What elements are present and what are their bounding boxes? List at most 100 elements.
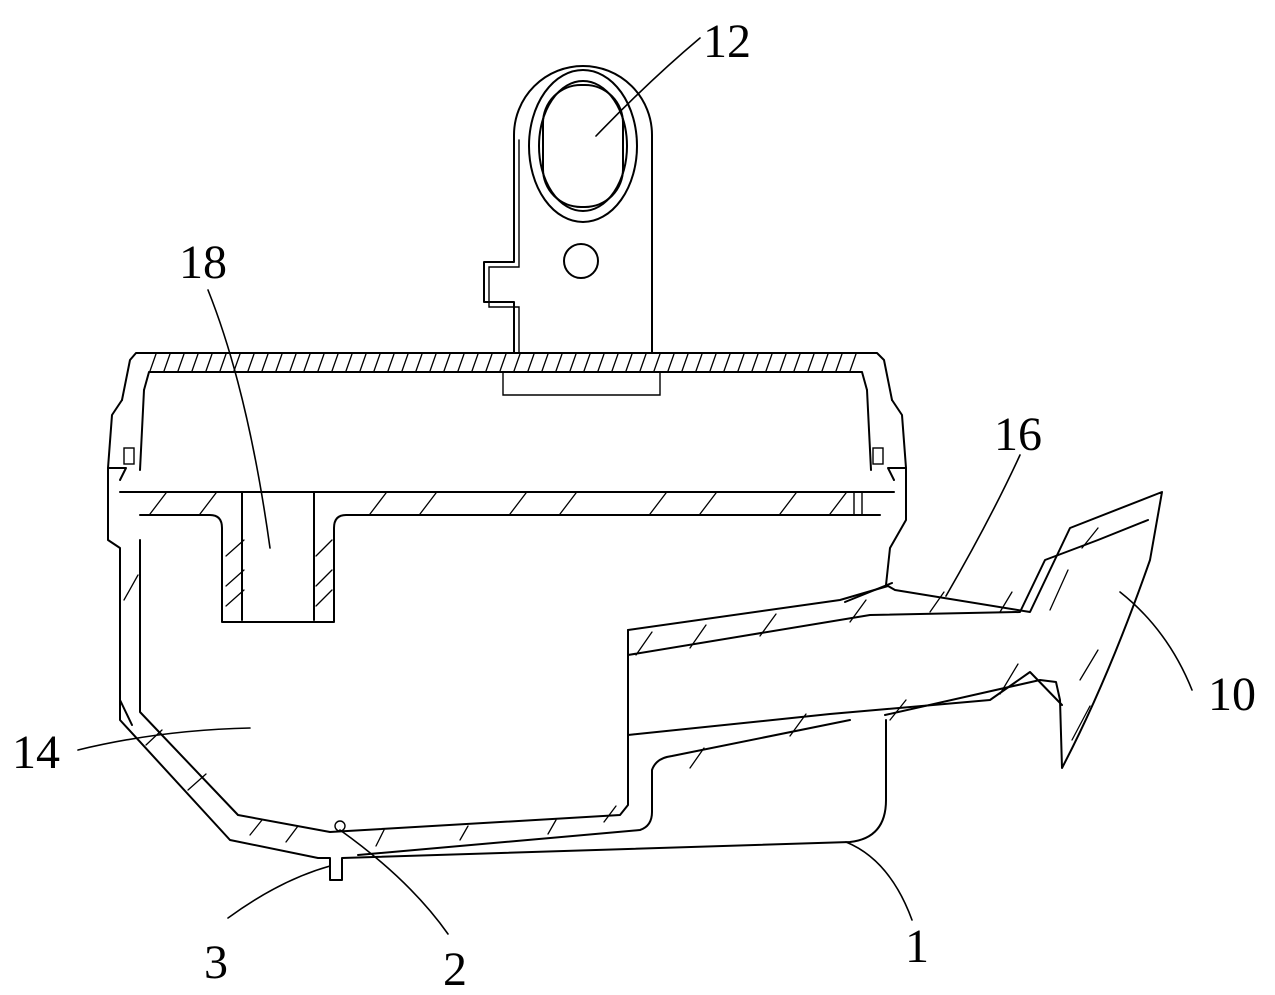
hatch-line	[583, 353, 591, 372]
hatch-line	[177, 353, 185, 372]
hatch-line	[317, 353, 325, 372]
label-16: 16	[994, 408, 1042, 461]
hatch-line	[191, 353, 199, 372]
hatch-line	[149, 492, 167, 515]
label-18: 18	[179, 236, 227, 289]
hatch-line	[849, 353, 857, 372]
hatch-line	[457, 353, 465, 372]
hatch-line	[443, 353, 451, 372]
hatch-line	[205, 353, 213, 372]
label-10: 10	[1208, 668, 1256, 721]
hatch-line	[929, 591, 945, 613]
hatch-line	[331, 353, 339, 372]
hatch-line	[249, 819, 263, 836]
hatch-line	[315, 589, 333, 607]
hatch-line	[541, 353, 549, 372]
partition-hatching	[149, 492, 847, 607]
label-3: 3	[204, 936, 228, 989]
hatch-line	[359, 353, 367, 372]
hatch-line	[1081, 527, 1099, 549]
hatch-line	[699, 492, 717, 515]
hatch-line	[653, 353, 661, 372]
hatch-line	[225, 589, 245, 607]
drain-hole	[334, 820, 346, 832]
hatch-line	[649, 492, 667, 515]
leader-10	[1119, 591, 1193, 691]
hatch-line	[569, 353, 577, 372]
hatch-line	[225, 569, 245, 587]
leader-18	[207, 289, 271, 549]
tank-body	[119, 539, 887, 881]
hatch-line	[751, 353, 759, 372]
leader-2	[339, 829, 449, 935]
reference-labels: 12 18 16 10 14 3 2 1	[12, 15, 1256, 995]
hanger-ring-middle	[538, 80, 628, 212]
label-14: 14	[12, 726, 60, 779]
hatch-line	[373, 353, 381, 372]
hatch-line	[527, 353, 535, 372]
hatch-line	[275, 353, 283, 372]
hatch-line	[597, 353, 605, 372]
hatch-line	[513, 353, 521, 372]
hatch-line	[779, 353, 787, 372]
hatch-line	[835, 353, 843, 372]
leader-16	[945, 454, 1021, 597]
hatch-line	[199, 492, 217, 515]
label-1: 1	[905, 920, 929, 973]
hatch-line	[635, 631, 653, 656]
hatch-line	[737, 353, 745, 372]
hatch-line	[415, 353, 423, 372]
hatch-line	[375, 829, 385, 847]
wall-hatching	[123, 574, 617, 847]
hatch-line	[1049, 569, 1069, 611]
leader-3	[227, 865, 331, 919]
hatch-line	[547, 819, 557, 835]
hatch-line	[345, 353, 353, 372]
hatch-line	[1079, 649, 1099, 681]
hatch-line	[695, 353, 703, 372]
hatch-line	[219, 353, 227, 372]
hatch-line	[779, 492, 797, 515]
hatch-line	[611, 353, 619, 372]
hatch-line	[793, 353, 801, 372]
hatch-line	[999, 663, 1019, 695]
hatch-line	[459, 825, 469, 841]
hatch-line	[303, 353, 311, 372]
hatch-line	[625, 353, 633, 372]
hatch-line	[401, 353, 409, 372]
hatch-line	[789, 713, 807, 737]
hatch-line	[849, 599, 867, 623]
hanger-hole	[563, 243, 599, 279]
hatch-line	[387, 353, 395, 372]
hatch-line	[247, 353, 255, 372]
label-2: 2	[443, 943, 467, 995]
lid-part	[121, 352, 893, 471]
partition-plate	[119, 491, 895, 623]
hatch-line	[555, 353, 563, 372]
hatch-line	[145, 729, 163, 746]
hatch-line	[261, 353, 269, 372]
leader-14	[77, 727, 251, 751]
hatch-line	[667, 353, 675, 372]
hatch-line	[689, 624, 707, 649]
hatch-line	[233, 353, 241, 372]
label-12: 12	[703, 15, 751, 68]
pipe-hatching	[635, 527, 1099, 769]
hatch-line	[681, 353, 689, 372]
hanger-part	[483, 65, 653, 353]
hatch-line	[149, 353, 157, 372]
leader-12	[595, 37, 701, 137]
hatch-line	[419, 492, 437, 515]
hatch-line	[765, 353, 773, 372]
hatch-line	[123, 574, 139, 601]
hatch-line	[999, 591, 1013, 613]
hatch-line	[509, 492, 527, 515]
lid-hatching	[149, 353, 857, 372]
hanger-opening	[542, 84, 624, 208]
hatch-line	[485, 353, 493, 372]
hatch-line	[821, 353, 829, 372]
hatch-line	[429, 353, 437, 372]
hatch-line	[723, 353, 731, 372]
